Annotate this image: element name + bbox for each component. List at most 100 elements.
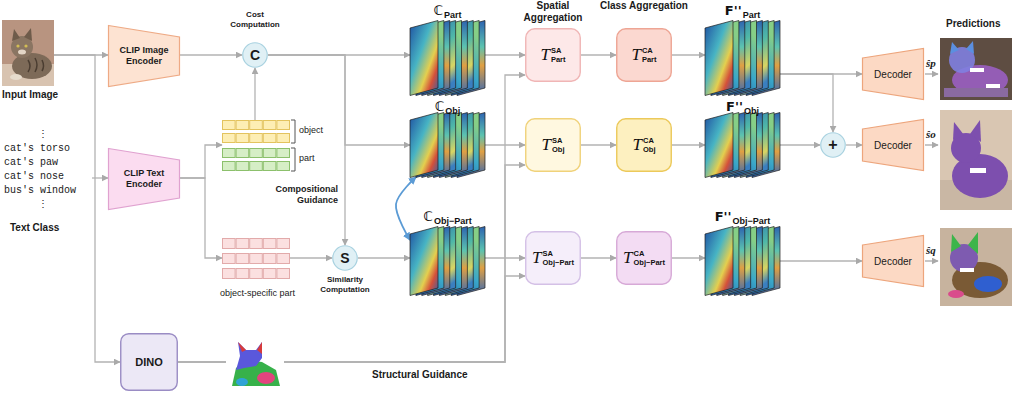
module-symbol: T xyxy=(532,248,541,268)
node-caption: bus's window xyxy=(4,184,92,198)
embedding-cell xyxy=(223,239,236,249)
formula-label: TSAObj−Part xyxy=(525,231,581,285)
volume-subscript: Part xyxy=(743,10,761,20)
embedding-cell xyxy=(250,134,263,143)
output-symbol: ŝp xyxy=(926,57,940,69)
volume-subscript: Part xyxy=(444,10,462,20)
feature-volume: F''Obj−Part xyxy=(700,206,785,298)
prediction-image xyxy=(940,110,1012,210)
script-column: SAObj xyxy=(552,136,565,154)
embedding-cell xyxy=(263,121,276,130)
embedding-cell xyxy=(250,254,263,264)
decoder-box: Decoder xyxy=(862,119,924,171)
prediction-image xyxy=(968,232,978,254)
embedding-cell xyxy=(277,134,290,143)
input-photo xyxy=(16,44,19,47)
decoder-box: Decoder xyxy=(862,235,924,287)
input-photo xyxy=(10,74,22,80)
flow-arrow xyxy=(180,145,222,178)
dino-feature-map xyxy=(236,378,248,386)
circle-op xyxy=(821,133,846,158)
volume-slice xyxy=(705,113,733,178)
feature-volume: F''Obj xyxy=(700,96,785,180)
spatial-aggregation-box: TSAObj−Part xyxy=(525,231,581,285)
volume-subscript: Obj−Part xyxy=(434,216,472,226)
embedding-cell xyxy=(250,162,263,171)
embedding-cell xyxy=(263,162,276,171)
node-caption: part xyxy=(299,153,339,164)
module-symbol: T xyxy=(623,248,632,268)
cost-volume: ℂObj−Part xyxy=(405,206,490,298)
script-column: SAPart xyxy=(551,46,566,64)
flow-arrow xyxy=(581,257,616,258)
cost-volume: ℂPart xyxy=(405,0,490,98)
flow-arrow xyxy=(780,144,820,145)
embedding-grid: objectpart xyxy=(220,118,340,174)
embedding-cell xyxy=(263,254,276,264)
section-heading: Predictions xyxy=(946,18,1016,30)
flow-arrow xyxy=(92,177,108,178)
rounded-box xyxy=(617,232,672,285)
embedding-cell xyxy=(250,239,263,249)
flow-arrow xyxy=(268,55,410,145)
prediction-image xyxy=(966,41,974,54)
node-label: Decoder xyxy=(862,119,924,171)
node-caption: object-specific part xyxy=(210,288,305,299)
node-label: CLIP Text Encoder xyxy=(108,148,180,210)
module-symbol: T xyxy=(540,45,549,65)
formula-label: F''Part xyxy=(700,1,785,20)
class-aggregation-box: TCAPart xyxy=(616,28,672,82)
cost-circle: CCost Computation xyxy=(222,0,288,70)
dino-box: DINO xyxy=(120,333,178,391)
section-heading: Spatial Aggregation xyxy=(508,0,598,24)
node-label: Decoder xyxy=(862,48,924,100)
flow-arrow xyxy=(581,54,616,55)
embedding-cell xyxy=(236,239,249,249)
trapezoid xyxy=(863,120,924,171)
script-column: CAObj−Part xyxy=(634,249,665,267)
dino-feature-map xyxy=(226,336,284,390)
formula-label: TCAObj−Part xyxy=(616,231,672,285)
input-photo xyxy=(2,20,54,86)
node-shape xyxy=(410,20,485,96)
spatial-aggregation-box: TSAObj xyxy=(525,118,581,172)
embedding-cell xyxy=(236,134,249,143)
prediction-image xyxy=(970,120,981,142)
embedding-cell xyxy=(263,149,276,158)
prediction-image xyxy=(951,234,961,252)
module-subscript: Obj−Part xyxy=(543,258,574,267)
node-label: DINO xyxy=(120,333,178,391)
formula-label: TSAPart xyxy=(525,28,581,82)
node-label: CLIP Image Encoder xyxy=(108,25,180,87)
prediction-image xyxy=(953,122,964,140)
flow-arrow xyxy=(780,74,833,132)
flow-arrow xyxy=(358,257,410,258)
prediction-image xyxy=(940,228,1012,306)
prediction-image xyxy=(948,290,964,298)
flow-arrow xyxy=(846,144,862,145)
volume-symbol: F'' xyxy=(726,99,743,114)
volume-slice xyxy=(410,227,438,296)
volume-symbol: ℂ xyxy=(435,99,445,114)
volume-slice xyxy=(705,227,733,296)
formula-label: ℂObj xyxy=(405,97,490,116)
class-aggregation-box: TCAObj xyxy=(616,118,672,172)
embedding-cell xyxy=(250,269,263,279)
node-caption: cat's nose xyxy=(4,170,92,184)
embedding-cell xyxy=(263,269,276,279)
embedding-cell xyxy=(277,121,290,130)
flow-arrow xyxy=(672,144,705,145)
edge-label: Compositional Guidance xyxy=(258,184,338,206)
embedding-cell xyxy=(223,254,236,264)
rounded-box xyxy=(121,334,178,391)
output-arrow xyxy=(925,74,938,261)
embedding-cell xyxy=(223,149,236,158)
rounded-box xyxy=(526,119,581,172)
trapezoid xyxy=(109,149,180,210)
input-photo xyxy=(2,20,54,86)
flow-arrow xyxy=(672,54,705,55)
object-part-bracket xyxy=(291,120,295,171)
circle-op xyxy=(243,43,268,68)
node-label: + xyxy=(820,132,846,158)
